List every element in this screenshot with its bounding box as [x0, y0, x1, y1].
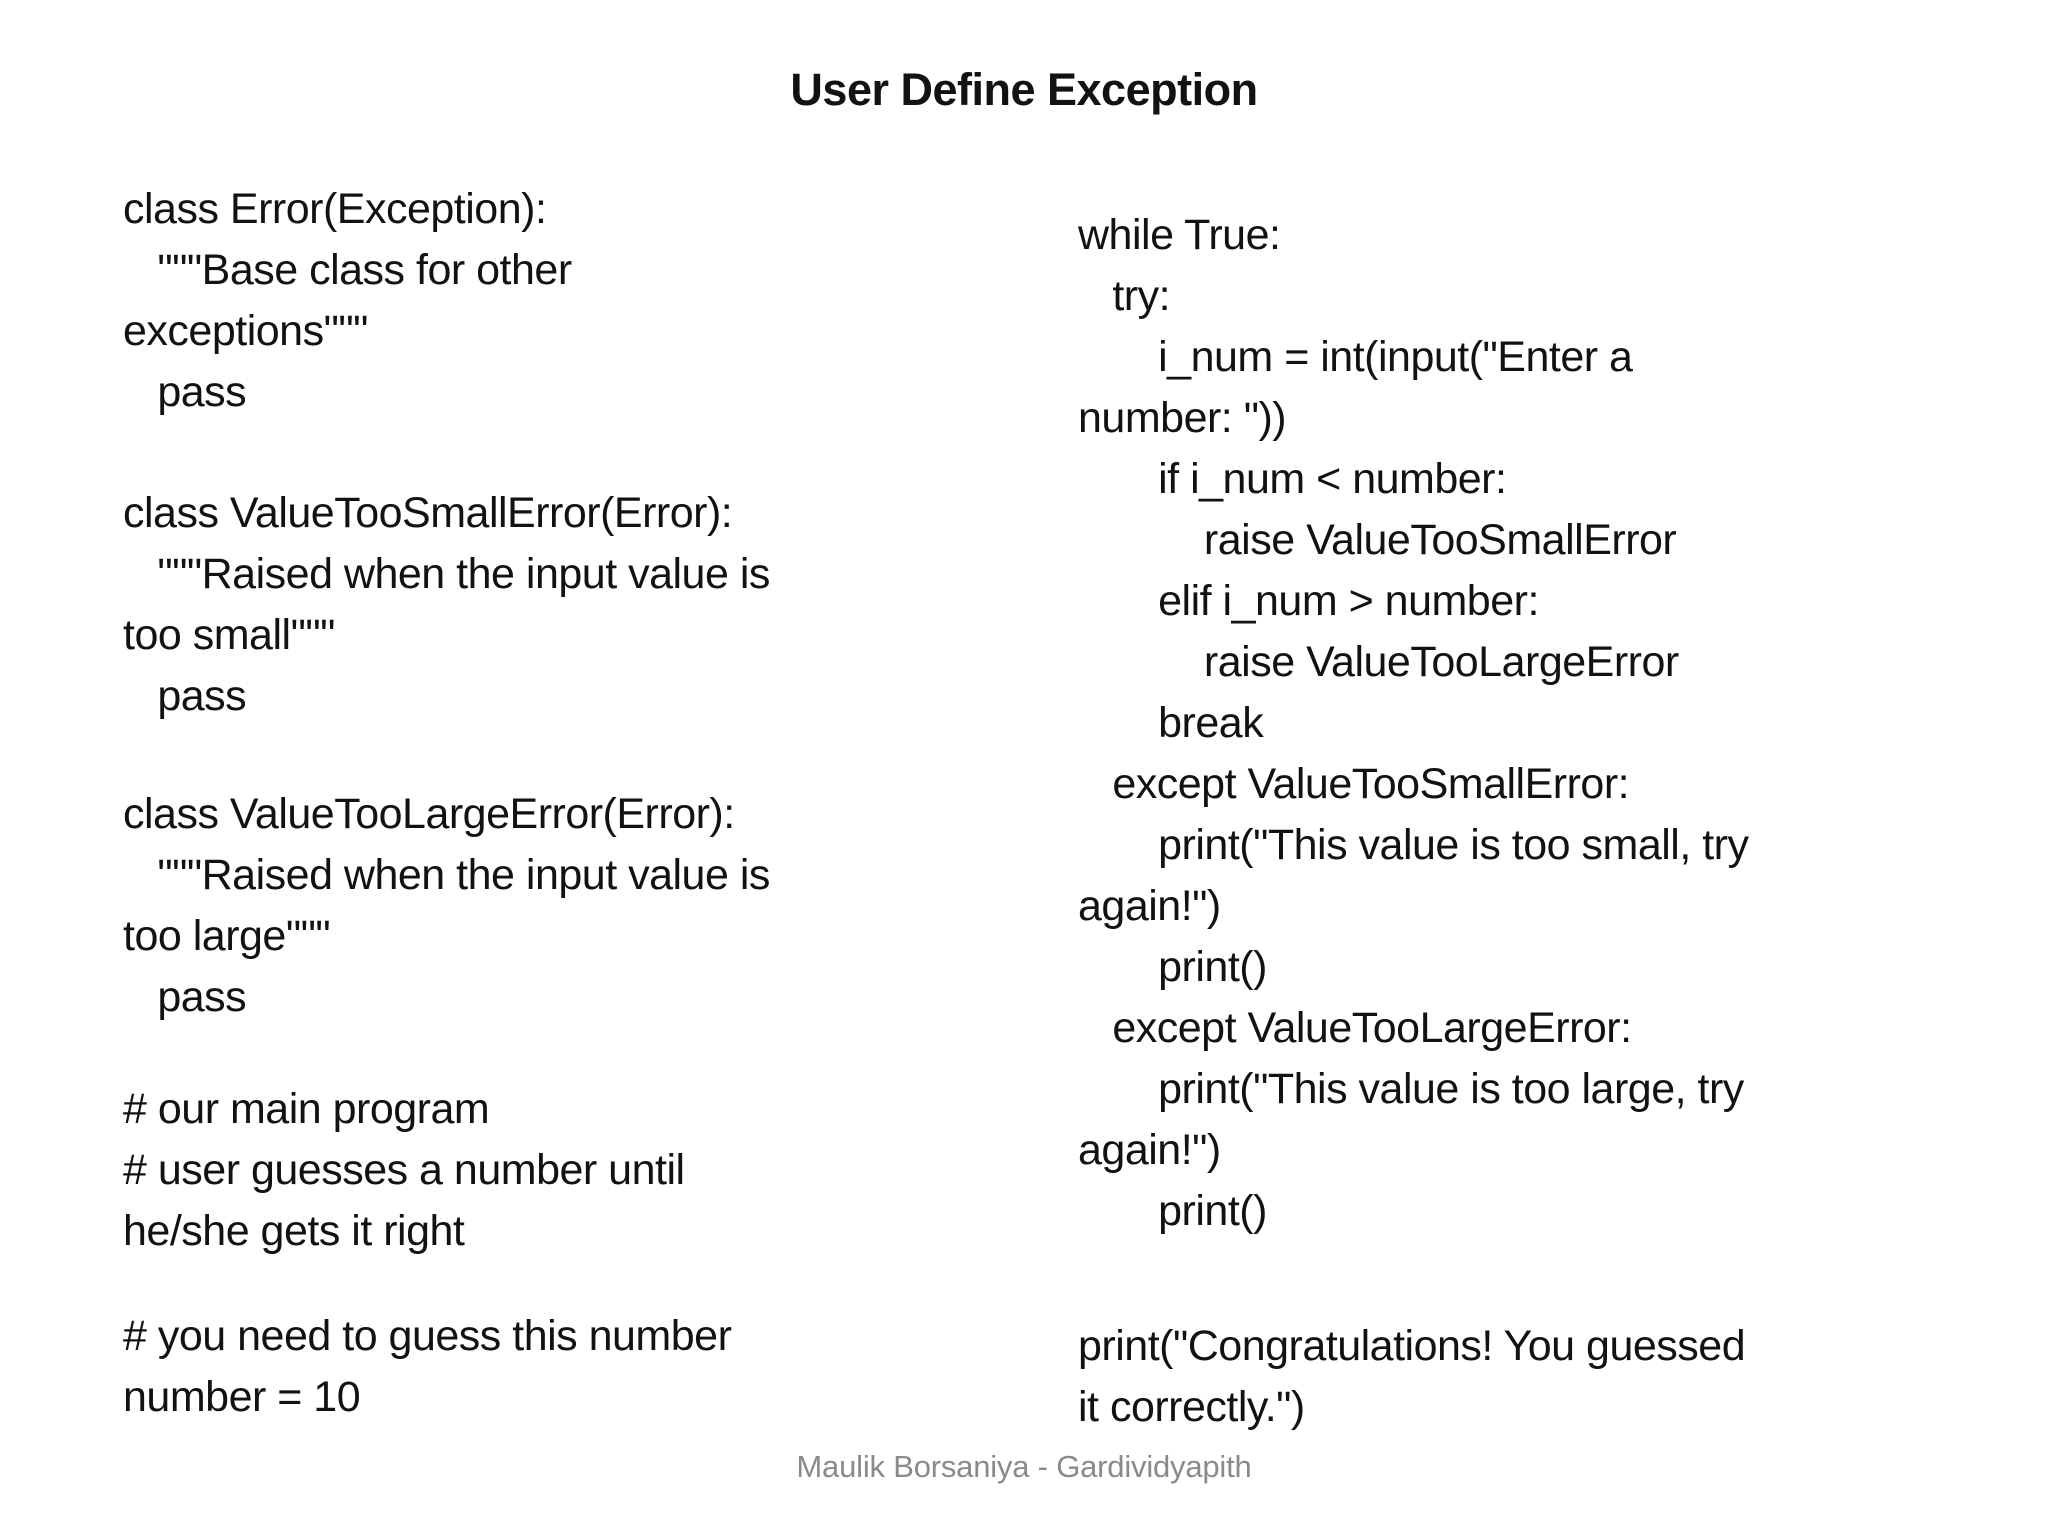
code-line: try:: [1078, 272, 1171, 320]
code-line: # user guesses a number until: [123, 1146, 685, 1194]
code-line: exceptions""": [123, 307, 368, 355]
left-code-block-valuetoosmall-class: class ValueTooSmallError(Error): """Rais…: [123, 483, 770, 727]
slide-title: User Define Exception: [790, 64, 1258, 115]
code-line: elif i_num > number:: [1078, 577, 1539, 625]
code-line: if i_num < number:: [1078, 455, 1507, 503]
code-line: raise ValueTooLargeError: [1078, 638, 1679, 686]
right-code-block-while-loop: while True: try: i_num = int(input("Ente…: [1078, 205, 1749, 1242]
code-line: too small""": [123, 611, 335, 659]
code-line: he/she gets it right: [123, 1207, 465, 1255]
code-line: """Base class for other: [123, 246, 572, 294]
code-line: # you need to guess this number: [123, 1312, 732, 1360]
footer-credit: Maulik Borsaniya - Gardividyapith: [796, 1449, 1252, 1484]
code-line: again!"): [1078, 1126, 1221, 1174]
left-code-block-main-comments: # our main program # user guesses a numbe…: [123, 1079, 685, 1262]
code-line: except ValueTooLargeError:: [1078, 1004, 1632, 1052]
code-line: number = 10: [123, 1373, 361, 1421]
code-line: class Error(Exception):: [123, 185, 547, 233]
code-line: too large""": [123, 912, 331, 960]
left-code-block-valuetoolarge-class: class ValueTooLargeError(Error): """Rais…: [123, 784, 770, 1028]
code-line: raise ValueTooSmallError: [1078, 516, 1677, 564]
code-line: print(): [1078, 1187, 1267, 1235]
code-line: number: ")): [1078, 394, 1287, 442]
code-line: again!"): [1078, 882, 1221, 930]
code-line: print(): [1078, 943, 1267, 991]
code-line: """Raised when the input value is: [123, 550, 770, 598]
code-line: print("This value is too small, try: [1078, 821, 1749, 869]
code-line: pass: [123, 368, 247, 416]
code-line: i_num = int(input("Enter a: [1078, 333, 1633, 381]
code-line: print("This value is too large, try: [1078, 1065, 1744, 1113]
code-line: print("Congratulations! You guessed: [1078, 1322, 1746, 1370]
code-line: break: [1078, 699, 1264, 747]
code-line: except ValueTooSmallError:: [1078, 760, 1630, 808]
code-line: pass: [123, 672, 247, 720]
code-line: # our main program: [123, 1085, 490, 1133]
code-line: class ValueTooSmallError(Error):: [123, 489, 733, 537]
code-line: it correctly."): [1078, 1383, 1305, 1431]
code-line: """Raised when the input value is: [123, 851, 770, 899]
left-code-block-error-class: class Error(Exception): """Base class fo…: [123, 179, 572, 423]
left-code-block-number-assignment: # you need to guess this number number = …: [123, 1306, 732, 1428]
code-line: while True:: [1078, 211, 1281, 259]
right-code-block-congratulations-print: print("Congratulations! You guessed it co…: [1078, 1316, 1746, 1438]
code-line: class ValueTooLargeError(Error):: [123, 790, 735, 838]
code-line: pass: [123, 973, 247, 1021]
